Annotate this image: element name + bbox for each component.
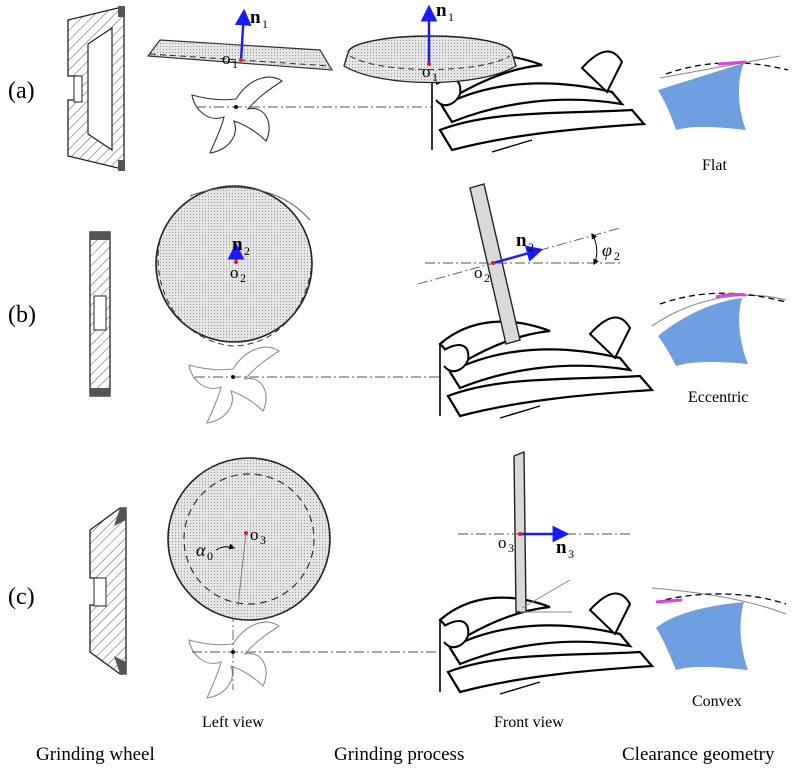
column-label-process: Grinding process — [334, 744, 464, 765]
clearance-flat: Flat — [658, 55, 789, 174]
end-mill-section-c — [188, 621, 280, 699]
left-view-label: Left view — [202, 714, 264, 731]
svg-text:2: 2 — [244, 244, 250, 258]
svg-text:3: 3 — [260, 533, 266, 547]
alpha0-symbol: α — [196, 540, 206, 560]
svg-text:2: 2 — [528, 240, 534, 254]
svg-text:2: 2 — [484, 271, 490, 285]
front-view-c: o 3 n 3 — [438, 450, 657, 700]
caption-convex: Convex — [692, 693, 742, 710]
front-view-label: Front view — [494, 714, 564, 731]
column-label-clearance: Clearance geometry — [622, 744, 775, 765]
row-label-a: (a) — [8, 78, 35, 104]
o3-symbol-front: o — [498, 533, 507, 552]
end-mill-section-a — [191, 76, 283, 154]
svg-text:3: 3 — [568, 547, 574, 561]
phi2-symbol: φ — [602, 240, 612, 260]
grinding-wheel-b — [89, 231, 111, 397]
n1-symbol: n — [250, 7, 261, 28]
n3-symbol: n — [556, 537, 567, 558]
svg-text:1: 1 — [448, 10, 454, 24]
n2-symbol: n — [232, 234, 243, 255]
svg-text:2: 2 — [240, 271, 246, 285]
left-view-a: n 1 o 1 — [146, 7, 628, 154]
grinding-wheel-c — [89, 507, 127, 675]
svg-text:2: 2 — [614, 249, 620, 263]
o2-symbol-front: o — [474, 263, 483, 282]
svg-text:1: 1 — [432, 70, 438, 84]
svg-text:1: 1 — [232, 57, 238, 71]
column-label-wheel: Grinding wheel — [36, 744, 155, 765]
o3-symbol: o — [250, 525, 259, 544]
n2-symbol-front: n — [516, 230, 527, 251]
caption-flat: Flat — [702, 157, 727, 174]
front-view-b: n 2 o 2 φ 2 — [417, 183, 657, 424]
front-view-a: n 1 o 1 — [343, 0, 649, 158]
end-mill-section-b — [188, 346, 280, 424]
row-label-c: (c) — [8, 584, 35, 610]
row-label-b: (b) — [8, 302, 36, 328]
end-mill-front-c — [438, 592, 657, 700]
left-view-c: o 3 α 0 — [167, 457, 630, 699]
end-mill-front-b — [438, 316, 657, 424]
n1-symbol-front: n — [436, 0, 447, 21]
clearance-eccentric: Eccentric — [651, 292, 787, 406]
o1-symbol: o — [222, 49, 231, 68]
svg-text:0: 0 — [207, 549, 213, 563]
svg-text:3: 3 — [508, 541, 514, 555]
svg-text:1: 1 — [262, 17, 268, 31]
caption-eccentric: Eccentric — [688, 389, 748, 406]
o1-symbol-front: o — [422, 62, 431, 81]
clearance-convex: Convex — [651, 587, 787, 710]
left-view-b: n 2 o 2 — [155, 185, 630, 424]
grinding-wheel-a — [67, 6, 125, 171]
o2-symbol: o — [230, 263, 239, 282]
